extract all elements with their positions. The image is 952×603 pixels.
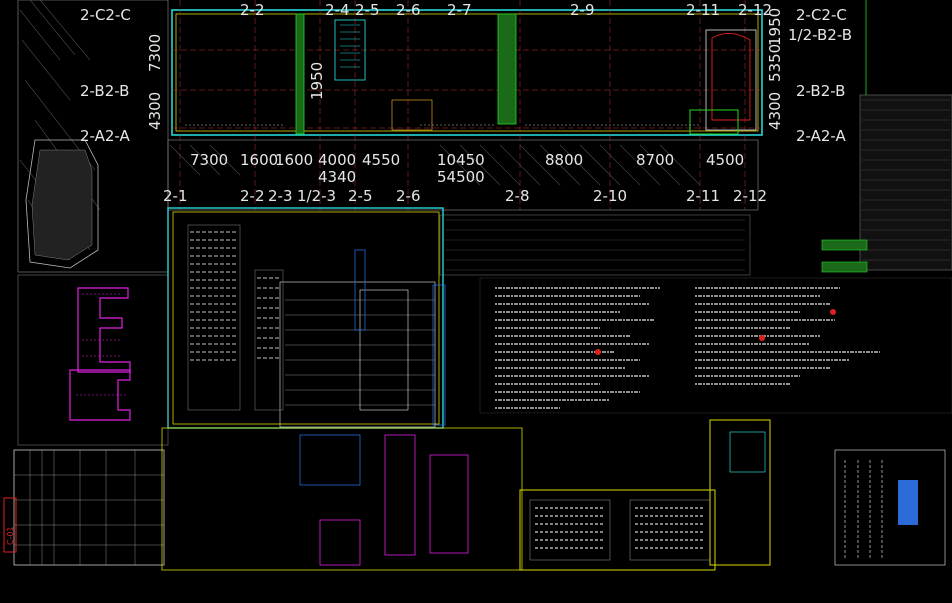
axis-label: 1/2-3 <box>297 187 336 205</box>
axis-label: 2-6 <box>396 187 421 205</box>
seating-blocks <box>187 224 716 571</box>
axis-label: 2-7 <box>447 1 472 19</box>
site-hatch-right <box>821 0 952 273</box>
axis-label: 2-C2-C <box>80 6 131 24</box>
axis-label: 2-10 <box>593 187 627 205</box>
dimension-text: 5350 <box>766 44 784 82</box>
left-legend <box>17 274 169 446</box>
axis-labels-right: 1/2-B2-B 2-B2-B 2-A2-A <box>788 26 852 145</box>
dimension-text: 1950 <box>308 62 326 100</box>
dimension-text: 7300 <box>146 34 164 72</box>
axis-label: 2-5 <box>355 1 380 19</box>
dimension-total: 54500 <box>437 168 485 186</box>
axis-label: 2-11 <box>686 187 720 205</box>
axis-label: 2-5 <box>348 187 373 205</box>
axis-label: 1/2-B2-B <box>788 26 852 44</box>
axis-label: 2-1 <box>163 187 188 205</box>
axis-label: 2-B2-B <box>796 82 845 100</box>
dimension-text: 4300 <box>146 92 164 130</box>
axis-labels-bottom: 2-1 2-2 2-3 1/2-3 2-5 2-6 2-8 2-10 2-11 … <box>163 187 767 205</box>
notes-area <box>479 277 952 414</box>
dimension-text: 4550 <box>362 151 400 169</box>
dimension-text: 1600 <box>240 151 278 169</box>
axis-label: 2-B2-B <box>80 82 129 100</box>
dimension-text: 10450 <box>437 151 485 169</box>
axis-label: 2-8 <box>505 187 530 205</box>
axis-label: 2-C2-C <box>796 6 847 24</box>
dimension-text: 7300 <box>190 151 228 169</box>
axis-label: 2-A2-A <box>796 127 847 145</box>
hatched-band <box>167 139 759 276</box>
stamp-text: C-01 <box>6 526 15 545</box>
axis-label: 2-6 <box>396 1 421 19</box>
dimension-labels: 7300 1600 1600 4000 4550 10450 8800 8700… <box>146 8 784 186</box>
axis-label: 2-2 <box>240 187 265 205</box>
axis-label: 2-3 <box>268 187 293 205</box>
dimension-text: 4340 <box>318 168 356 186</box>
dimension-text: 4000 <box>318 151 356 169</box>
title-block-stamp: C-01 <box>6 526 15 545</box>
dimension-text: 8800 <box>545 151 583 169</box>
dimension-text: 1950 <box>766 8 784 46</box>
axis-label: 2-12 <box>738 1 772 19</box>
axis-label: 2-4 <box>325 1 350 19</box>
lower-floor-plan <box>167 207 446 429</box>
title-block <box>3 419 946 571</box>
axis-label: 2-12 <box>733 187 767 205</box>
axis-label: 2-2 <box>240 1 265 19</box>
axis-labels-top: 2-C2-C 2-2 2-4 2-5 2-6 2-7 2-9 2-11 2-12… <box>80 1 847 24</box>
axis-labels-left: 2-B2-B 2-A2-A <box>80 82 131 145</box>
dimension-text: 4500 <box>706 151 744 169</box>
upper-floor-plan <box>171 0 763 210</box>
dimension-text: 8700 <box>636 151 674 169</box>
axis-label: 2-9 <box>570 1 595 19</box>
dimension-text: 4300 <box>766 92 784 130</box>
dimension-text: 1600 <box>275 151 313 169</box>
axis-label: 2-A2-A <box>80 127 131 145</box>
site-hatch-left <box>17 0 169 273</box>
axis-label: 2-11 <box>686 1 720 19</box>
